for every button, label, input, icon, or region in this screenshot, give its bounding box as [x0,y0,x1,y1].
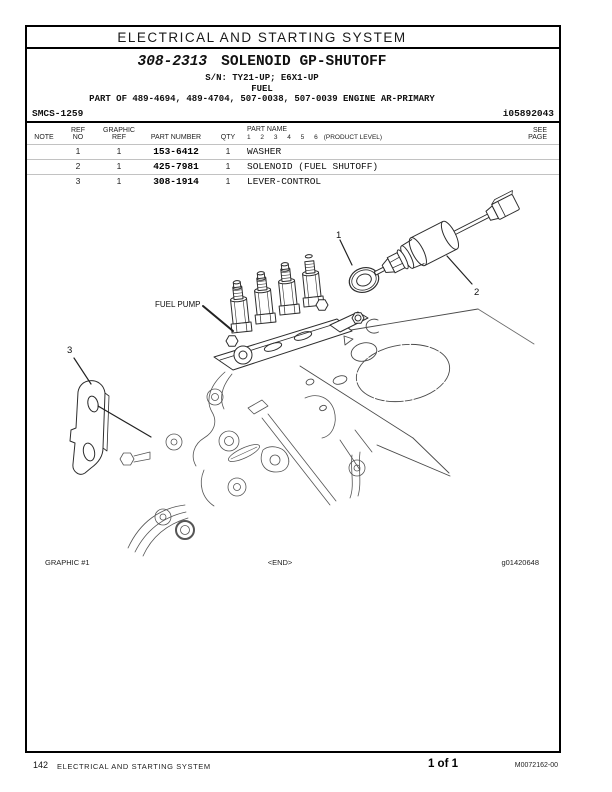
col-part-number: PART NUMBER [150,134,202,141]
graphic-number: GRAPHIC #1 [45,558,90,567]
category-line: FUEL [251,83,273,94]
product-level-digits: 1 2 3 4 5 6 [247,134,322,141]
injector-fitting [254,271,277,325]
footer-section-title: ELECTRICAL AND STARTING SYSTEM [57,761,211,771]
system-header-bar: ELECTRICAL AND STARTING SYSTEM [27,27,559,49]
cell-part-number[interactable]: 308-1914 [153,176,199,187]
table-row[interactable]: 2 1 425-7981 1 SOLENOID (FUEL SHUTOFF) [27,158,559,174]
cell-part-number[interactable]: 425-7981 [153,161,199,172]
cell-qty: 1 [225,146,231,156]
cell-part-name: WASHER [247,146,282,157]
col-note: NOTE [34,134,54,141]
fuel-pump-illustration [213,254,369,371]
page-footer: 142 ELECTRICAL AND STARTING SYSTEM 1 of … [0,758,612,778]
callout-leader-lines [73,239,473,438]
washer-illustration [348,267,380,293]
col-part-name: PART NAME 1 2 3 4 5 6 (PRODUCT LEVEL) [247,125,383,142]
table-row[interactable]: 1 1 153-6412 1 WASHER [27,143,559,159]
footer-page-count: 1 of 1 [427,758,459,770]
footer-page-number: 142 [33,760,49,770]
lever-control-illustration [69,380,110,475]
cell-ref-no: 1 [75,146,81,156]
graphic-id: g01420648 [501,558,539,567]
graphic-caption-row: GRAPHIC #1 <END> g01420648 [25,558,557,570]
cell-part-name: LEVER-CONTROL [247,176,322,187]
callout-2: 2 [474,287,479,298]
group-part-number: 308-2313 [137,54,208,70]
injector-fitting [302,254,325,308]
cell-graphic-ref: 1 [116,161,122,171]
cell-ref-no: 2 [75,161,81,171]
smcs-code: SMCS-1259 [32,107,84,119]
doc-id: i05892043 [502,107,554,119]
table-row[interactable]: 3 1 308-1914 1 LEVER-CONTROL [27,173,559,189]
group-title: 308-2313 SOLENOID GP-SHUTOFF [27,54,497,71]
injector-fitting [278,262,301,316]
cell-part-name: SOLENOID (FUEL SHUTOFF) [247,161,379,172]
col-qty: QTY [220,134,236,141]
footer-media-number: M0072162-00 [514,761,558,769]
part-of-line: PART OF 489-4694, 489-4704, 507-0038, 50… [89,94,435,104]
callout-3: 3 [67,345,72,356]
end-marker: <END> [267,558,293,567]
title-block: 308-2313 SOLENOID GP-SHUTOFF S/N: TY21-UP… [27,49,559,105]
product-level-label: (PRODUCT LEVEL) [323,134,383,141]
smcs-row: SMCS-1259 i05892043 [27,105,559,123]
callout-1: 1 [336,230,341,241]
system-header-title: ELECTRICAL AND STARTING SYSTEM [117,29,407,45]
solenoid-illustration [373,190,520,276]
serial-number-line: S/N: TY21-UP; E6X1-UP [205,73,319,83]
cell-ref-no: 3 [75,176,81,186]
cell-graphic-ref: 1 [116,146,122,156]
cell-graphic-ref: 1 [116,176,122,186]
injector-fitting [230,280,253,334]
cell-part-number[interactable]: 153-6412 [153,146,199,157]
cell-qty: 1 [225,176,231,186]
group-name: SOLENOID GP-SHUTOFF [221,54,387,70]
fuel-pump-label: FUEL PUMP [155,300,201,309]
cell-qty: 1 [225,161,231,171]
engine-block-illustration [299,308,535,477]
linkage-illustration [119,371,373,557]
